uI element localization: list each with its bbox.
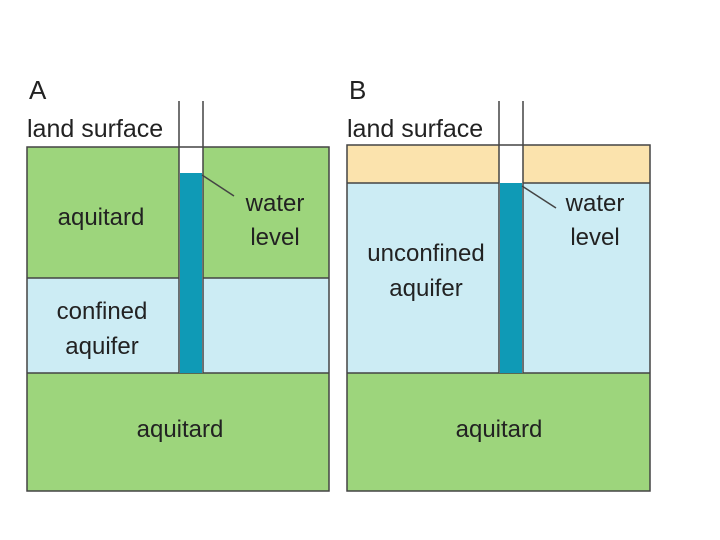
panel-a-confined-aquifer-label: confined (57, 298, 148, 325)
panel-b-letter: B (349, 75, 366, 105)
panel-b-water-level-label-2: level (570, 224, 619, 251)
panel-a-letter: A (29, 75, 47, 105)
panel-b: B land surface water level unconfined aq… (346, 75, 651, 492)
panel-b-water-level-pointer (521, 185, 557, 209)
panel-a-bottom-aquitard-label: aquitard (137, 416, 224, 443)
panel-b-land-surface-label: land surface (347, 115, 483, 143)
panel-b-bottom-aquitard (347, 373, 650, 491)
panel-a-confined-aquifer (27, 278, 329, 373)
panel-a-confined-aquifer-label-2: aquifer (65, 333, 138, 360)
panel-a-land-surface-label: land surface (27, 115, 163, 143)
panel-a-water-level-label-2: level (250, 224, 299, 251)
panel-a-bottom-aquitard (27, 373, 329, 491)
panel-a-water-level-label: water (245, 190, 305, 217)
panel-b-unconfined-aquifer-label-2: aquifer (389, 275, 462, 302)
panel-b-frame (346, 144, 651, 492)
panel-a-top-aquitard-label: aquitard (58, 204, 145, 231)
panel-b-bottom-aquitard-label: aquitard (456, 416, 543, 443)
panel-a-well-water (180, 173, 202, 373)
panel-a-top-aquitard (27, 147, 329, 278)
panel-a-frame (26, 146, 330, 492)
panel-b-water-level-label: water (565, 190, 625, 217)
panel-a-water-level-pointer (201, 174, 235, 197)
panel-b-well-water (500, 183, 522, 373)
panel-a: A land surface water level aquitard conf… (26, 75, 330, 492)
panel-b-unconfined-aquifer-label: unconfined (367, 240, 484, 267)
